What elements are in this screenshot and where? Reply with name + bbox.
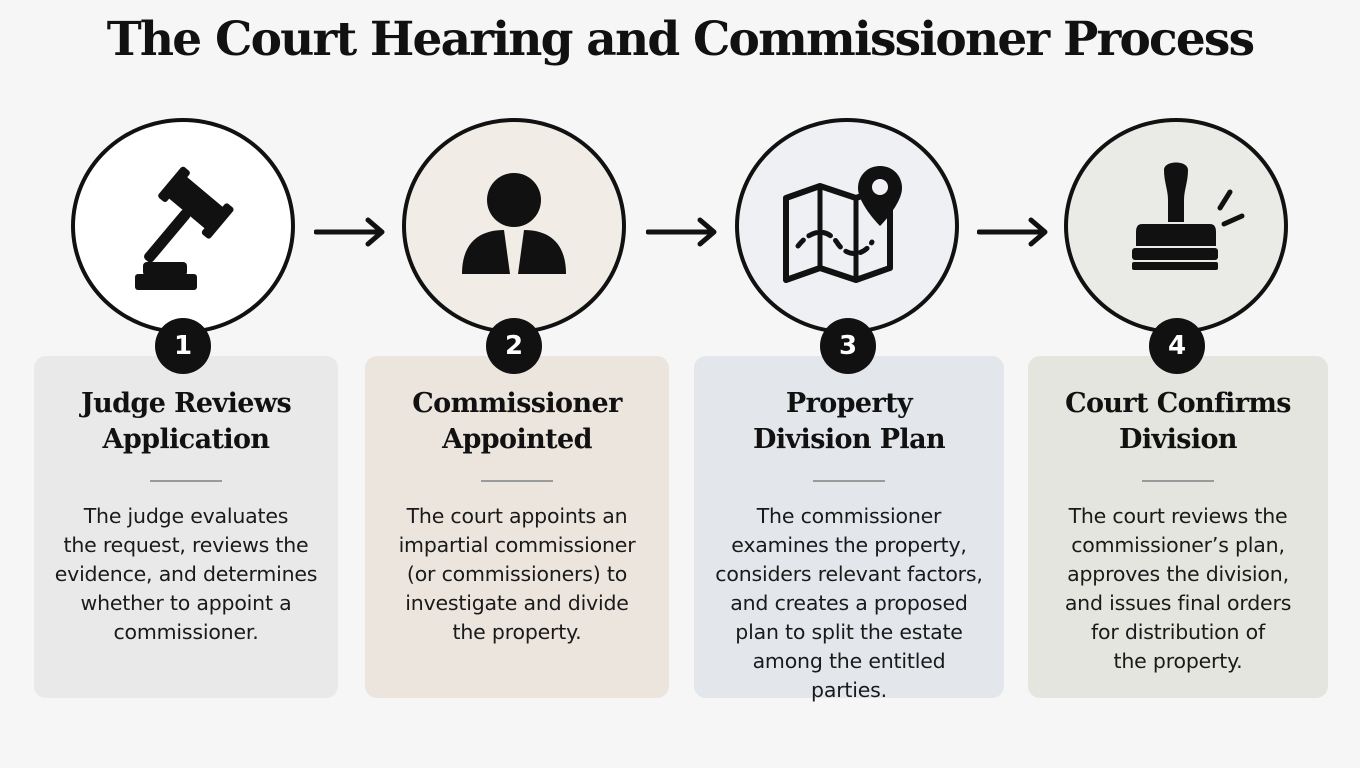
step-2-desc-line: investigate and divide — [405, 591, 629, 615]
step-3-divider — [813, 480, 885, 482]
gavel-icon — [135, 166, 234, 290]
step-2-desc-line: (or commissioners) to — [406, 562, 628, 586]
step-2-desc-line: impartial commissioner — [398, 533, 636, 557]
step-3-title: Property Division Plan — [712, 386, 986, 458]
arrow-right-icon — [977, 217, 1048, 247]
step-4-desc-line: commissioner’s plan, — [1071, 533, 1285, 557]
step-1-desc-line: evidence, and determines — [54, 562, 318, 586]
step-3-card: Property Division Plan The commissioner … — [694, 356, 1004, 702]
step-3-desc-line: and creates a proposed — [730, 591, 968, 615]
step-1-title-line: Judge Reviews — [80, 388, 292, 419]
step-4-title: Court Confirms Division — [1046, 386, 1310, 458]
step-3-desc-line: plan to split the estate — [735, 620, 963, 644]
step-4-card: Court Confirms Division The court review… — [1028, 356, 1328, 698]
stamp-icon — [1132, 162, 1245, 270]
step-1-desc-line: the request, reviews the — [63, 533, 309, 557]
step-4-title-line: Court Confirms — [1065, 388, 1291, 419]
step-2-icon-circle — [402, 118, 626, 334]
step-4-title-line: Division — [1119, 424, 1238, 455]
step-4-desc-line: approves the division, — [1067, 562, 1289, 586]
step-1-title-line: Application — [102, 424, 271, 455]
step-4-description: The court reviews the commissioner’s pla… — [1046, 502, 1310, 676]
step-2-desc-line: the property. — [452, 620, 582, 644]
step-2-title-line: Commissioner — [412, 388, 622, 419]
step-3-icon-circle — [735, 118, 959, 334]
page-title: The Court Hearing and Commissioner Proce… — [106, 12, 1255, 67]
step-4-icon-circle — [1064, 118, 1288, 334]
step-4-desc-line: for distribution of — [1090, 620, 1265, 644]
step-4-desc-line: The court reviews the — [1068, 504, 1288, 528]
map-pin-icon — [783, 166, 902, 283]
step-3-description: The commissioner examines the property, … — [712, 502, 986, 705]
step-1-desc-line: commissioner. — [113, 620, 259, 644]
step-3-desc-line: among the entitled parties. — [752, 649, 946, 702]
step-4-desc-line: the property. — [1113, 649, 1243, 673]
step-3-desc-line: examines the property, — [731, 533, 967, 557]
step-2-title-line: Appointed — [442, 424, 592, 455]
step-1-divider — [150, 480, 222, 482]
step-2-number-badge: 2 — [486, 318, 542, 374]
step-3-title-line: Property — [785, 388, 913, 419]
step-4-desc-line: and issues final orders — [1064, 591, 1292, 615]
step-1-desc-line: whether to appoint a — [80, 591, 292, 615]
step-1-title: Judge Reviews Application — [52, 386, 320, 458]
arrow-right-icon — [646, 217, 717, 247]
step-4-divider — [1142, 480, 1214, 482]
step-1-card: Judge Reviews Application The judge eval… — [34, 356, 338, 698]
step-2-desc-line: The court appoints an — [406, 504, 628, 528]
step-2-divider — [481, 480, 553, 482]
step-2-title: Commissioner Appointed — [383, 386, 651, 458]
step-2-description: The court appoints an impartial commissi… — [383, 502, 651, 647]
step-4-number-badge: 4 — [1149, 318, 1205, 374]
step-1-desc-line: The judge evaluates — [83, 504, 289, 528]
step-3-desc-line: considers relevant factors, — [715, 562, 983, 586]
step-3-desc-line: The commissioner — [756, 504, 942, 528]
step-1-description: The judge evaluates the request, reviews… — [52, 502, 320, 647]
person-icon — [462, 173, 566, 274]
step-1-icon-circle — [71, 118, 295, 334]
step-1-number-badge: 1 — [155, 318, 211, 374]
step-2-card: Commissioner Appointed The court appoint… — [365, 356, 669, 698]
arrow-right-icon — [314, 217, 385, 247]
step-3-title-line: Division Plan — [753, 424, 946, 455]
step-3-number-badge: 3 — [820, 318, 876, 374]
